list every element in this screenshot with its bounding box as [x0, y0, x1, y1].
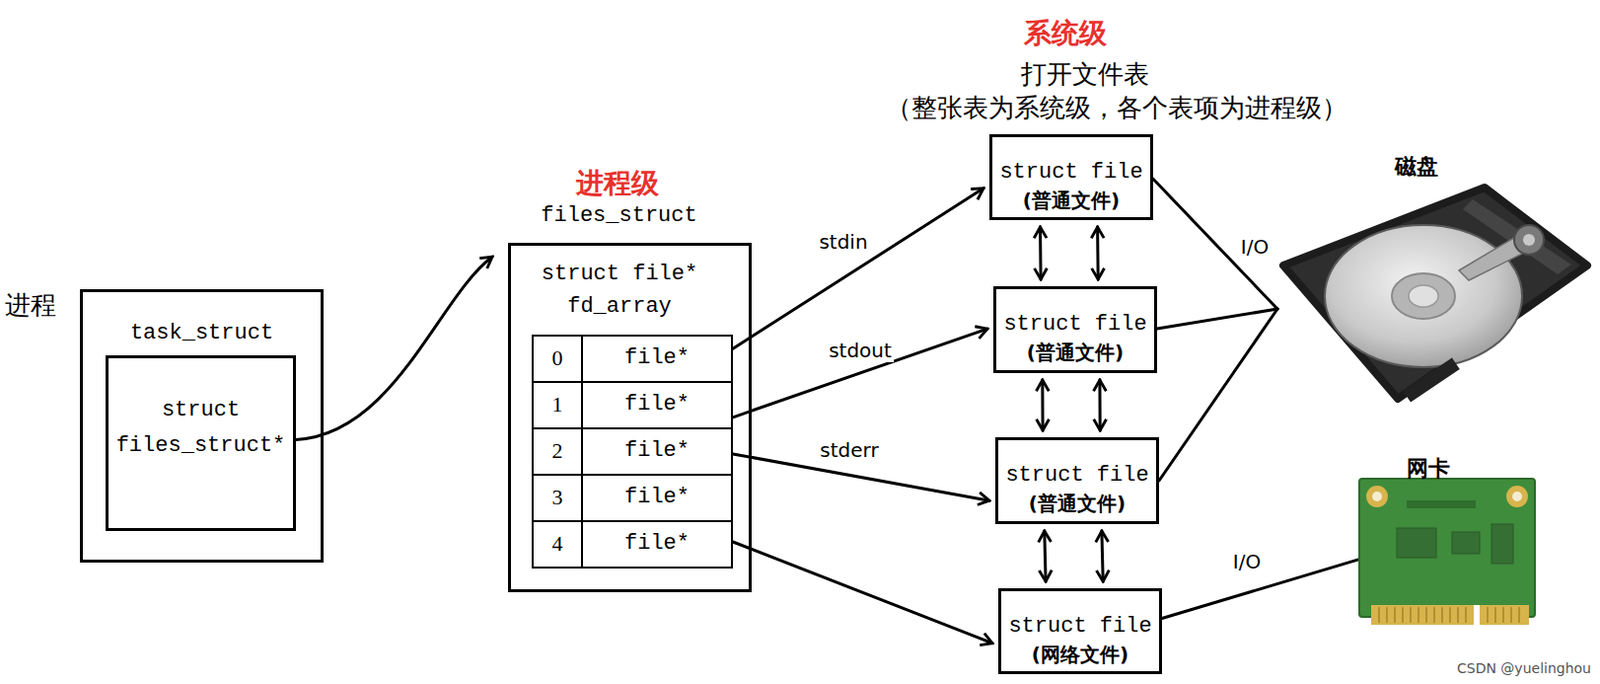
struct-name: files_struct [497, 202, 741, 230]
pointer-arrow [1038, 226, 1043, 280]
file-struct-box: struct file(普通文件) [995, 436, 1160, 524]
io-line [1157, 308, 1278, 329]
level-heading: 系统级 [1021, 15, 1109, 51]
nic-illustration-part [1406, 500, 1476, 509]
pointer-arrow [295, 256, 493, 439]
fd-row: 0file* [531, 334, 733, 383]
fd-pointer: file* [582, 390, 731, 419]
watermark: CSDN @yuelinghou [1454, 658, 1594, 677]
nic-illustration-part [1512, 491, 1523, 502]
pointer-box: struct files_struct* [105, 355, 296, 531]
fd-index: 0 [533, 344, 582, 372]
disk-illustration-part [1283, 187, 1588, 399]
struct-name: struct file [998, 461, 1157, 490]
fd-row: 3file* [531, 473, 733, 522]
edge-label: I/O [1238, 234, 1271, 259]
cell-divider [581, 382, 583, 428]
disk-illustration-part [1458, 232, 1536, 281]
disk-node: 磁盘 [1275, 147, 1595, 405]
files-struct-box: 进程级files_structstruct file* fd_array0fil… [508, 242, 752, 592]
disk-illustration-part [1523, 233, 1535, 246]
fd-pointer: file* [582, 344, 731, 372]
nic-illustration-part [1506, 485, 1528, 508]
fd-index: 2 [533, 436, 582, 465]
fd-index: 1 [533, 390, 582, 419]
level-heading: 进程级 [495, 166, 739, 201]
nic-illustration-part [1371, 604, 1529, 625]
fd-pointer: file* [582, 483, 731, 511]
pointer-arrow [732, 188, 984, 349]
pointer-field: struct files_struct* [112, 392, 290, 464]
nic-illustration-part [1491, 523, 1514, 564]
pointer-arrow [732, 541, 993, 644]
cell-divider [581, 521, 583, 567]
array-field: struct file* fd_array [510, 257, 728, 323]
file-struct-box: struct file(普通文件) [989, 134, 1154, 220]
file-kind: (网络文件) [1001, 641, 1160, 667]
disk-illustration-part [1391, 273, 1455, 319]
struct-name: struct file [992, 158, 1151, 187]
pointer-arrow [1097, 379, 1101, 431]
nic-illustration-part [1379, 606, 1520, 623]
pointer-arrow [732, 328, 988, 418]
cell-divider [581, 429, 583, 474]
struct-name: task_struct [82, 319, 321, 348]
edge-label: I/O [1231, 549, 1263, 574]
process-heading: 进程 [4, 289, 65, 321]
pointer-arrow [1101, 530, 1103, 582]
device-label: 网卡 [1379, 454, 1478, 483]
cell-divider [581, 475, 583, 520]
struct-name: struct file [996, 310, 1155, 339]
pointer-arrow [1040, 379, 1044, 431]
fd-row: 1file* [531, 380, 733, 430]
device-label: 磁盘 [1367, 152, 1466, 181]
fd-row: 4file* [531, 519, 733, 569]
file-struct-box: struct file(网络文件) [998, 587, 1163, 674]
file-kind: (普通文件) [998, 490, 1157, 516]
io-line [1159, 308, 1278, 481]
fd-pointer: file* [582, 436, 731, 465]
edge-label: stdin [816, 229, 870, 254]
nic-illustration-part [1473, 604, 1480, 625]
table-note: （整张表为系统级，各个表项为进程级） [883, 91, 1350, 125]
disk-illustration-part [1324, 224, 1523, 367]
nic-illustration-part [1372, 491, 1382, 502]
edge-label: stderr [817, 437, 880, 462]
table-title: 打开文件表 [1018, 58, 1152, 91]
disk-illustration-part [1402, 357, 1460, 402]
pointer-arrow [1044, 530, 1046, 582]
edge-label: stdout [826, 338, 894, 363]
fd-index: 3 [533, 483, 582, 511]
nic-illustration-part [1452, 531, 1480, 554]
file-struct-box: struct file(普通文件) [993, 286, 1158, 373]
disk-illustration [1275, 147, 1595, 405]
nic-illustration-part [1396, 527, 1437, 558]
io-line [1153, 178, 1278, 309]
process-box: 进程task_structstruct files_struct* [79, 289, 324, 563]
struct-name: struct file [1001, 612, 1160, 641]
disk-illustration-part [1408, 285, 1439, 307]
fd-index: 4 [533, 529, 582, 558]
nic-illustration-part [1359, 478, 1535, 617]
pointer-arrow [1095, 226, 1100, 280]
nic-illustration-part [1366, 485, 1388, 508]
cell-divider [581, 336, 583, 381]
nic-node: 网卡 [1357, 448, 1539, 633]
disk-illustration-part [1514, 224, 1544, 255]
fd-row: 2file* [531, 427, 733, 476]
fd-pointer: file* [582, 529, 731, 558]
file-kind: (普通文件) [996, 339, 1155, 365]
file-kind: (普通文件) [992, 187, 1151, 214]
